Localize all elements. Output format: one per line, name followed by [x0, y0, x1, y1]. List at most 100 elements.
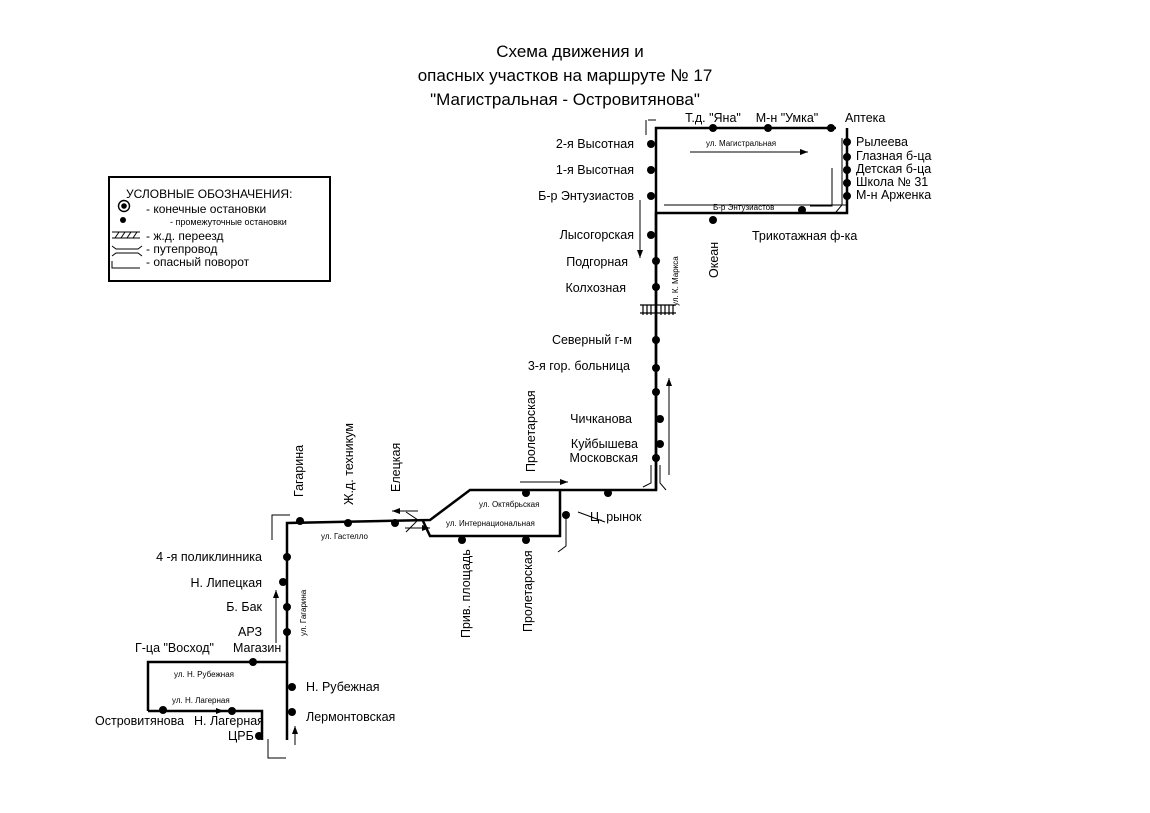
stop-dot — [656, 440, 664, 448]
street-label: Б-р Энтузиастов — [713, 203, 774, 212]
stop-dot — [647, 140, 655, 148]
stop-dot — [391, 519, 399, 527]
stop-label: 1-я Высотная — [556, 163, 634, 177]
stop-labels: Т.д. "Яна" М-н "Умка" Аптека Рылеева Гла… — [95, 111, 931, 743]
stop-dot — [652, 388, 660, 396]
stop-dot — [283, 603, 291, 611]
stop-label: Островитянова — [95, 714, 184, 728]
stop-dot — [652, 283, 660, 291]
stop-dot — [843, 153, 851, 161]
stop-label: Рылеева — [856, 135, 908, 149]
legend-item-intermediate: - промежуточные остановки — [170, 217, 287, 227]
legend: УСЛОВНЫЕ ОБОЗНАЧЕНИЯ: - конечные останов… — [108, 176, 331, 282]
stop-label: Чичканова — [570, 412, 632, 426]
stop-dot — [249, 658, 257, 666]
stop-label: М-н Арженка — [856, 188, 931, 202]
stop-label: Лысогорская — [560, 228, 634, 242]
dangerous-turn-symbol — [111, 261, 140, 269]
stop-dot — [652, 257, 660, 265]
title-line-3: "Магистральная - Островитянова" — [430, 90, 700, 109]
title-line-2: опасных участков на маршруте № 17 — [418, 66, 713, 85]
stop-dot — [843, 138, 851, 146]
stop-label: Б. Бак — [226, 600, 262, 614]
direction-arrows — [175, 149, 808, 745]
stop-dot — [647, 192, 655, 200]
stop-label: Детская б-ца — [856, 162, 931, 176]
stop-dot — [647, 231, 655, 239]
legend-item-overpass: - путепровод — [146, 242, 217, 256]
intermediate-stop-symbol — [120, 217, 126, 223]
stop-label: Г-ца "Восход" — [135, 641, 214, 655]
stop-label: Прив. площадь — [459, 549, 473, 638]
stop-label: Б-р Энтузиастов — [538, 189, 634, 203]
stop-label: Пролетарская — [524, 390, 538, 472]
stop-label: Т.д. "Яна" — [685, 111, 741, 125]
stop-label: Глазная б-ца — [856, 149, 931, 163]
street-label: ул. Н. Рубежная — [174, 670, 234, 679]
stop-dot — [604, 489, 612, 497]
stop-dot — [562, 511, 570, 519]
stop-dot — [827, 124, 835, 132]
stop-label: Куйбышева — [571, 437, 638, 451]
stop-label: Колхозная — [565, 281, 626, 295]
stop-dot — [843, 192, 851, 200]
stop-dot — [522, 536, 530, 544]
stop-label: Н. Рубежная — [306, 680, 380, 694]
stop-label: Елецкая — [389, 443, 403, 492]
stop-dot — [652, 454, 660, 462]
stop-dot — [652, 336, 660, 344]
legend-item-dangerous-turn: - опасный поворот — [146, 255, 250, 269]
stop-label: 3-я гор. больница — [528, 359, 630, 373]
stop-dot — [283, 553, 291, 561]
street-label: ул. Октябрьская — [479, 500, 539, 509]
street-thin-lines — [267, 119, 848, 759]
stop-dot — [522, 489, 530, 497]
stop-dot — [458, 536, 466, 544]
street-label: ул. Н. Лагерная — [172, 696, 230, 705]
stop-label: Подгорная — [566, 255, 628, 269]
stop-label: Пролетарская — [521, 550, 535, 632]
terminal-stop-symbol — [117, 199, 131, 213]
stop-dot — [709, 216, 717, 224]
stop-dots — [159, 124, 851, 740]
stop-dot — [656, 415, 664, 423]
title-line-1: Схема движения и — [496, 42, 644, 61]
stop-dot — [647, 166, 655, 174]
stop-dot — [279, 578, 287, 586]
stop-dot — [843, 179, 851, 187]
stop-label: Северный г-м — [552, 333, 632, 347]
stop-label: ЦРБ — [228, 729, 254, 743]
stop-dot — [652, 364, 660, 372]
stop-label: Магазин — [233, 641, 281, 655]
stop-label: М-н "Умка" — [756, 111, 819, 125]
stop-dot — [288, 683, 296, 691]
stop-label: Океан — [707, 242, 721, 278]
legend-frame — [108, 176, 331, 282]
street-label: ул. К. Маркса — [671, 256, 680, 306]
overpass-symbol — [111, 245, 143, 257]
stop-dot — [228, 707, 236, 715]
legend-item-terminal: - конечные остановки — [146, 202, 266, 216]
map-title: Схема движения и опасных участков на мар… — [418, 42, 713, 109]
stop-dot — [296, 517, 304, 525]
street-label: ул. Магистральная — [706, 139, 776, 148]
stop-label: Аптека — [845, 111, 885, 125]
stop-label: АРЗ — [238, 625, 262, 639]
rail-crossing-symbol — [112, 231, 140, 239]
stop-dot — [255, 732, 263, 740]
stop-label: Н. Лагерная — [194, 714, 264, 728]
legend-item-rail-crossing: - ж.д. переезд — [146, 229, 224, 243]
stop-dot — [283, 628, 291, 636]
stop-label: Гагарина — [292, 445, 306, 497]
stop-label: Ж.д. техникум — [342, 423, 356, 505]
stop-dot — [798, 206, 806, 214]
stop-dot — [288, 708, 296, 716]
street-labels: ул. Магистральная Б-р Энтузиастов ул. К.… — [172, 139, 776, 705]
stop-dot — [843, 166, 851, 174]
street-label: ул. Гагарина — [299, 589, 308, 636]
legend-heading: УСЛОВНЫЕ ОБОЗНАЧЕНИЯ: — [126, 187, 292, 201]
stop-label: Московская — [569, 451, 638, 465]
stop-dot — [344, 519, 352, 527]
stop-label: Н. Липецкая — [190, 576, 262, 590]
